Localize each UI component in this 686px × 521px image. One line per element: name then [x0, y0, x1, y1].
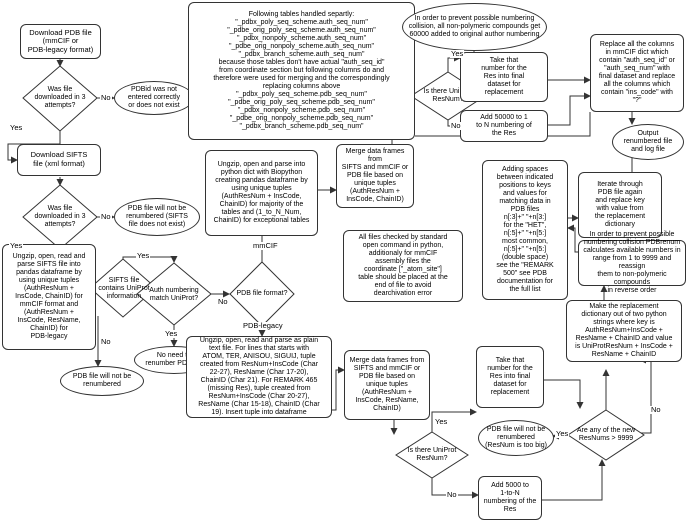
edge-add-bottom-to-anyresnum	[542, 459, 606, 501]
node-sifts-contains-uniprot: SIFTS file contains UniProt information	[98, 277, 150, 300]
label-no-2: No	[100, 212, 112, 221]
node-ungzip-mmcif: Ungzip, open and parse into python dict …	[205, 150, 318, 236]
decision-uniprot-bottom-shape	[395, 431, 469, 479]
node-output-file: Output renumbered file and log file	[612, 124, 684, 160]
node-download-sifts: Download SIFTS file (xml format)	[17, 144, 101, 176]
label-yes-4: Yes	[164, 329, 179, 338]
node-replace-columns: Replace all the columns in mmCIF dict wh…	[590, 34, 684, 112]
decision-pdb-downloaded-shape	[22, 65, 98, 132]
label-yes-5: Yes	[450, 49, 465, 58]
node-pdb-not-renumbered: PDB file will not be renumbered	[60, 366, 144, 396]
label-no-1: No	[100, 93, 112, 102]
node-auth-numbering-match: Auth numbering match UniProt?	[149, 287, 199, 302]
node-pdb-file-format: PDB file format?	[236, 290, 288, 298]
edge-take-bottom-to-anyresnum	[544, 379, 584, 409]
label-no-6: No	[446, 490, 458, 499]
node-take-number-top: Take that number for the Res into final …	[460, 52, 548, 102]
label-yes-3: Yes	[136, 251, 151, 260]
node-sifts-downloaded: Was file downloaded in 3 attempts?	[34, 205, 86, 228]
node-iterate-pdb: Iterate through PDB file again and repla…	[578, 172, 662, 238]
node-add-50000-top: Add 50000 to 1 to N numbering of the Res	[460, 110, 548, 142]
node-all-files-checked: All files checked by standard open comma…	[343, 230, 463, 302]
node-pdb-not-renumbered-sifts: PDB file will not be renumbered (SIFTS f…	[114, 198, 200, 236]
label-yes-1: Yes	[9, 123, 24, 132]
label-yes-2: Yes	[9, 241, 24, 250]
node-make-dictionary: Make the replacement dictionary out of t…	[566, 300, 682, 362]
node-add-5000-bottom: Add 5000 to 1-to-N numbering of the Res	[478, 476, 542, 520]
edge-legacy-to-merge	[330, 366, 345, 411]
node-collision-pdbrenum: In order to prevent possible numbering c…	[578, 231, 686, 294]
node-take-number-bottom: Take that number for the Res into final …	[476, 346, 544, 408]
node-any-new-resnums: Are any of the new ResNums > 9999	[576, 427, 636, 442]
decision-auth-match-shape	[136, 262, 212, 326]
node-download-pdb: Download PDB file (mmCIF or PDB-legacy f…	[20, 24, 101, 59]
label-no-7: No	[650, 405, 662, 414]
edge-uniprot-top-yes	[447, 54, 461, 72]
edge-add-top-to-replace	[548, 92, 591, 126]
label-yes-6: Yes	[434, 417, 449, 426]
label-mmcif: mmCIF	[252, 241, 279, 250]
edge-uniprot-bottom-yes	[431, 408, 477, 432]
node-pdb-downloaded: Was file downloaded in 3 attempts?	[34, 86, 86, 109]
node-ungzip-legacy: Ungzip, open, read and parse as plain te…	[186, 336, 332, 418]
label-yes-7: Yes	[555, 429, 570, 438]
node-adding-spaces: Adding spaces between indicated position…	[482, 160, 568, 300]
node-merge-mmcif: Merge data frames from SIFTS and mmCIF o…	[336, 144, 414, 208]
label-pdb-legacy: PDB-legacy	[242, 321, 284, 330]
node-collision-60000: In order to prevent possible numbering c…	[402, 3, 547, 51]
node-is-uniprot-bottom: Is there UniProt ResNum?	[407, 447, 457, 462]
node-pdbid-not-entered: PDBid was not entered correctly or does …	[114, 81, 194, 115]
edge-decision1-yes	[7, 131, 61, 164]
node-ungzip-sifts: Ungzip, open, read and parse SIFTS file …	[2, 244, 96, 350]
node-separate-tables: Following tables handled separtly: "_pdb…	[188, 2, 415, 140]
edge-uniprot-bottom-no	[431, 478, 479, 499]
label-no-4: No	[217, 297, 229, 306]
label-no-3: No	[100, 337, 112, 346]
decision-sifts-uniprot-shape	[89, 258, 157, 318]
node-merge-legacy: Merge data frames from SIFTS and mmCIF o…	[344, 350, 430, 420]
label-no-5: No	[450, 121, 462, 130]
node-pdb-too-big: PDB file will not be renumbered (ResNum …	[478, 420, 554, 456]
decision-any-resnum-shape	[567, 409, 645, 461]
